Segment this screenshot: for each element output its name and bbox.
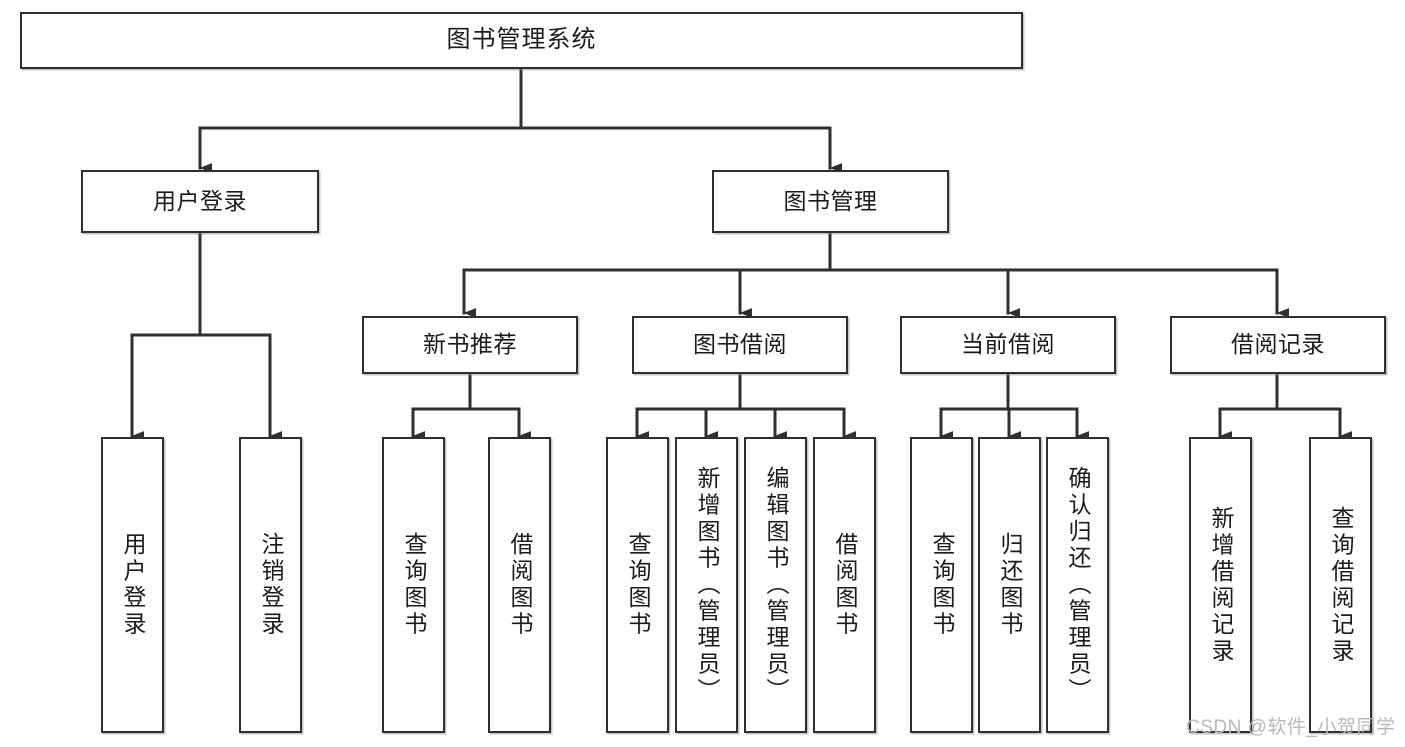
node-book-borrow[interactable]: 图书借阅 [632, 316, 848, 374]
node-leaf-add-book-admin[interactable]: 新增图书（管理员） [675, 437, 738, 733]
node-leaf-query-book-borrow-label: 查询图书 [625, 532, 651, 638]
node-leaf-add-borrow-record[interactable]: 新增借阅记录 [1189, 437, 1252, 733]
node-book-management-label: 图书管理 [783, 187, 878, 214]
node-user-login-label: 用户登录 [153, 187, 247, 214]
node-book-borrow-label: 图书借阅 [693, 331, 787, 358]
node-root-label: 图书管理系统 [446, 26, 597, 54]
node-leaf-query-borrow-record-label: 查询借阅记录 [1328, 505, 1354, 665]
node-leaf-user-login-label: 用户登录 [120, 532, 146, 638]
node-new-book-recommend[interactable]: 新书推荐 [362, 316, 578, 374]
node-leaf-query-book-current[interactable]: 查询图书 [910, 437, 973, 733]
node-leaf-edit-book-admin[interactable]: 编辑图书（管理员） [744, 437, 807, 733]
node-leaf-query-book-rec-label: 查询图书 [401, 532, 427, 638]
node-leaf-borrow-book-label: 借阅图书 [832, 532, 858, 638]
node-leaf-logout-label: 注销登录 [258, 532, 284, 638]
node-borrow-record[interactable]: 借阅记录 [1170, 316, 1386, 374]
node-leaf-borrow-book-rec[interactable]: 借阅图书 [488, 437, 551, 733]
node-leaf-borrow-book-rec-label: 借阅图书 [507, 532, 533, 638]
node-leaf-query-borrow-record[interactable]: 查询借阅记录 [1309, 437, 1372, 733]
node-leaf-return-book-label: 归还图书 [997, 532, 1023, 638]
node-new-book-recommend-label: 新书推荐 [423, 331, 517, 358]
node-current-borrow-label: 当前借阅 [961, 331, 1055, 358]
node-leaf-confirm-return-admin-label: 确认归还（管理员） [1065, 465, 1091, 705]
node-borrow-record-label: 借阅记录 [1231, 331, 1325, 358]
node-book-management[interactable]: 图书管理 [712, 170, 949, 233]
node-user-login[interactable]: 用户登录 [81, 170, 319, 233]
node-leaf-return-book[interactable]: 归还图书 [978, 437, 1041, 733]
node-leaf-edit-book-admin-label: 编辑图书（管理员） [763, 465, 789, 705]
node-leaf-add-book-admin-label: 新增图书（管理员） [694, 465, 720, 705]
node-leaf-user-login[interactable]: 用户登录 [101, 437, 164, 733]
node-leaf-logout[interactable]: 注销登录 [239, 437, 302, 733]
watermark-text: CSDN @软件_小贺同学 [1186, 717, 1396, 738]
node-leaf-query-book-rec[interactable]: 查询图书 [382, 437, 445, 733]
node-current-borrow[interactable]: 当前借阅 [900, 316, 1116, 374]
node-leaf-add-borrow-record-label: 新增借阅记录 [1208, 505, 1234, 665]
node-root[interactable]: 图书管理系统 [20, 12, 1023, 69]
node-leaf-confirm-return-admin[interactable]: 确认归还（管理员） [1046, 437, 1109, 733]
node-leaf-borrow-book[interactable]: 借阅图书 [813, 437, 876, 733]
node-leaf-query-book-current-label: 查询图书 [929, 532, 955, 638]
node-leaf-query-book-borrow[interactable]: 查询图书 [606, 437, 669, 733]
